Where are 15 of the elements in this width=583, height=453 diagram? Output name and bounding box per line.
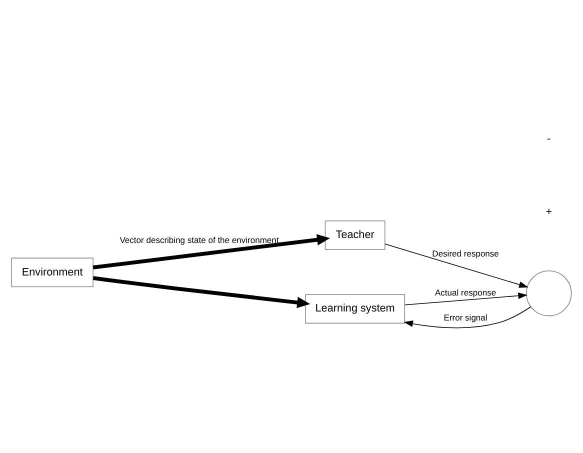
edge-label: Error signal bbox=[444, 312, 488, 322]
arrow bbox=[93, 276, 310, 308]
node-box: Learning system bbox=[305, 294, 406, 324]
node-box: Environment bbox=[11, 258, 94, 288]
edge-label: Actual response bbox=[435, 288, 496, 298]
arrow bbox=[404, 306, 532, 328]
edge-label: Vector describing state of the environment bbox=[120, 234, 279, 245]
arrow bbox=[92, 234, 330, 270]
node-circle bbox=[526, 270, 572, 316]
label: + bbox=[546, 206, 552, 218]
arrow bbox=[404, 292, 528, 306]
edge-label: Desired response bbox=[432, 248, 499, 259]
node-box: Teacher bbox=[324, 220, 386, 250]
label: - bbox=[547, 132, 551, 145]
arrow bbox=[384, 244, 528, 288]
